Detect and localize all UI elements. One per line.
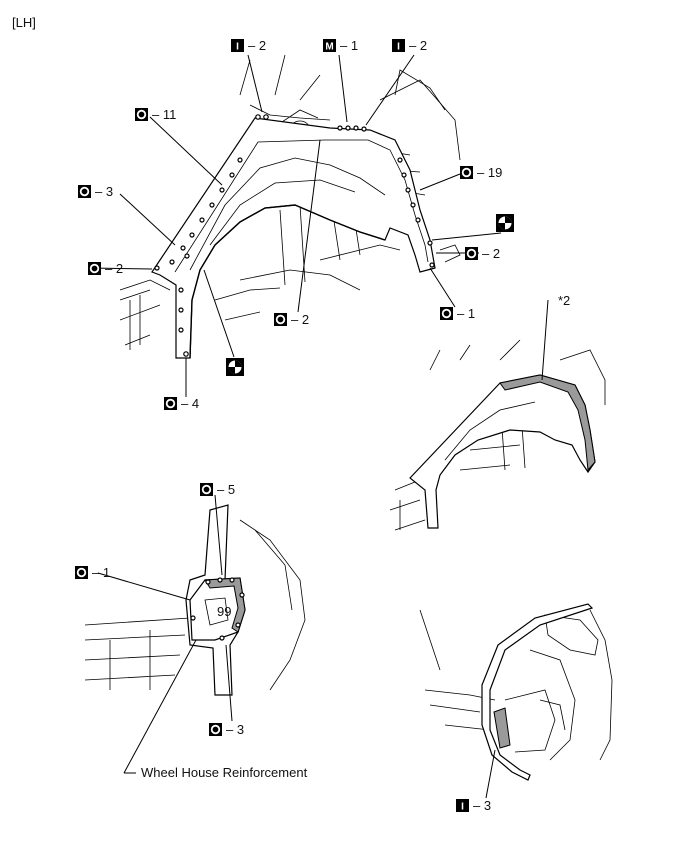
label-o2-right: – 2 bbox=[465, 246, 500, 261]
svg-text:– 1: – 1 bbox=[92, 565, 110, 580]
svg-text:99: 99 bbox=[217, 604, 231, 619]
detail-view: *2 bbox=[389, 293, 606, 531]
side-label: [LH] bbox=[12, 15, 36, 30]
svg-text:– 2: – 2 bbox=[248, 38, 266, 53]
label-o2-left: – 2 bbox=[88, 261, 123, 276]
svg-text:– 2: – 2 bbox=[482, 246, 500, 261]
main-leader-lines bbox=[89, 54, 502, 397]
svg-text:– 2: – 2 bbox=[105, 261, 123, 276]
svg-text:I: I bbox=[236, 42, 239, 53]
lower-left-view: 99 – 5 – 1 – 3 Wheel House Reinforcement bbox=[75, 482, 308, 780]
svg-text:– 5: – 5 bbox=[217, 482, 235, 497]
svg-text:– 3: – 3 bbox=[226, 722, 244, 737]
svg-text:– 3: – 3 bbox=[95, 184, 113, 199]
wheel-well-liner bbox=[481, 603, 594, 781]
label-o1: – 1 bbox=[440, 306, 475, 321]
svg-text:– 2: – 2 bbox=[291, 312, 309, 327]
label-o1-lower: – 1 bbox=[75, 565, 110, 580]
svg-text:– 3: – 3 bbox=[473, 798, 491, 813]
quadrant-weld-icon bbox=[496, 214, 514, 232]
svg-text:– 19: – 19 bbox=[477, 165, 502, 180]
main-view: I – 2 M – 1 I – 2 – 11 – 19 – 3 bbox=[78, 38, 514, 411]
svg-text:– 4: – 4 bbox=[181, 396, 199, 411]
main-weld-points bbox=[154, 114, 435, 357]
label-o5: – 5 bbox=[200, 482, 235, 497]
callout-star-2: *2 bbox=[558, 293, 570, 308]
svg-text:M: M bbox=[325, 42, 333, 53]
sealer-area bbox=[499, 374, 596, 472]
label-o19: – 19 bbox=[460, 165, 502, 180]
label-o11: – 11 bbox=[135, 107, 176, 122]
svg-text:– 1: – 1 bbox=[340, 38, 358, 53]
svg-text:– 2: – 2 bbox=[409, 38, 427, 53]
label-m1: M – 1 bbox=[323, 38, 358, 53]
label-o3: – 3 bbox=[78, 184, 113, 199]
svg-text:I: I bbox=[397, 42, 400, 53]
detail-panel bbox=[409, 374, 596, 529]
label-i2-right: I – 2 bbox=[392, 38, 427, 53]
wheel-house-reinforcement-label: Wheel House Reinforcement bbox=[141, 765, 308, 780]
lower-right-view: I – 3 bbox=[419, 603, 613, 813]
label-o2-bottom: – 2 bbox=[274, 312, 309, 327]
svg-text:– 11: – 11 bbox=[152, 107, 176, 122]
label-i3: I – 3 bbox=[456, 798, 491, 813]
svg-text:– 1: – 1 bbox=[457, 306, 475, 321]
svg-text:I: I bbox=[461, 802, 464, 813]
label-o4: – 4 bbox=[164, 396, 199, 411]
label-o3-lower: – 3 bbox=[209, 722, 244, 737]
sealer-area bbox=[493, 707, 511, 749]
label-i2-left: I – 2 bbox=[231, 38, 266, 53]
wheel-arch bbox=[189, 204, 386, 359]
quadrant-weld-icon bbox=[226, 358, 244, 376]
